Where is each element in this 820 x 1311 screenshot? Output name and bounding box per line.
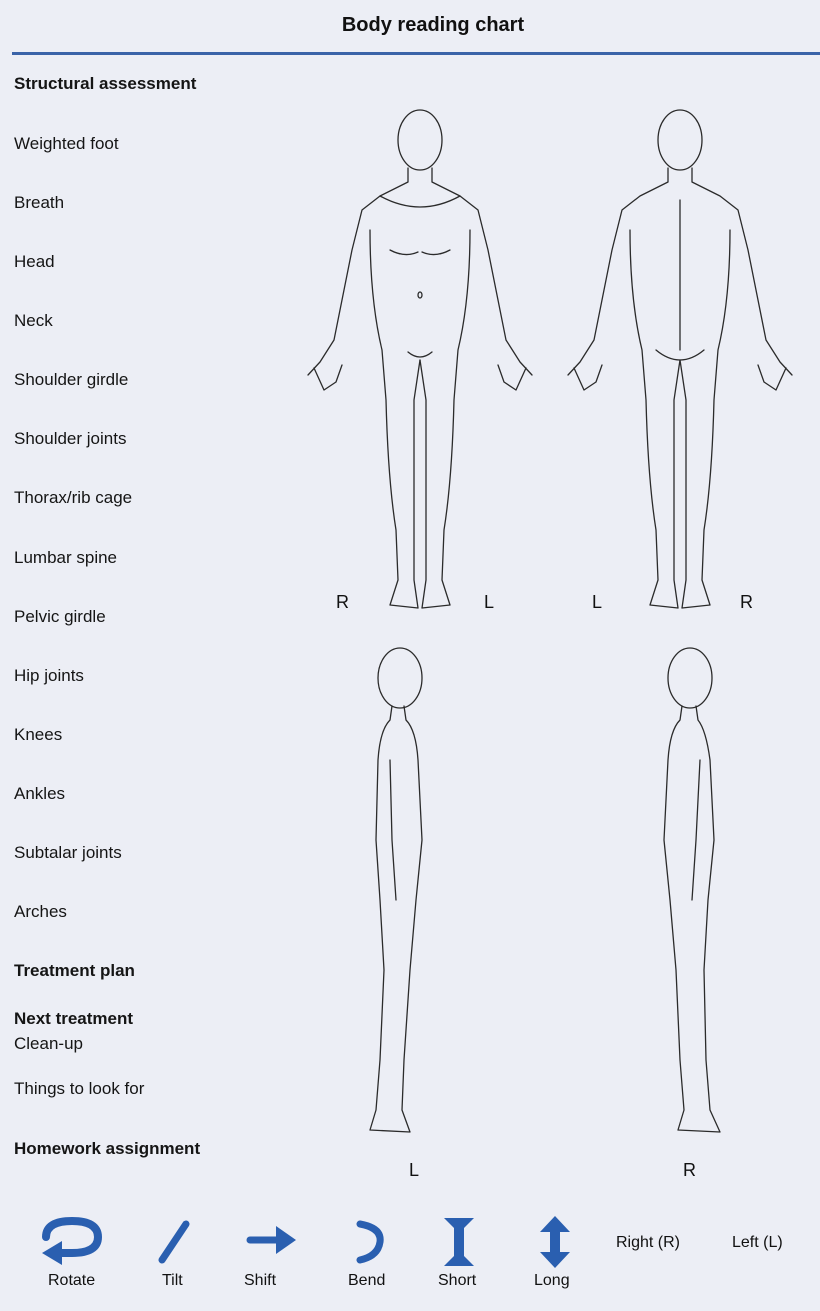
shift-label: Shift xyxy=(244,1272,276,1290)
bend-icon xyxy=(352,1218,386,1266)
row-homework-assignment: Homework assignment xyxy=(14,1139,200,1159)
row-lumbar-spine: Lumbar spine xyxy=(14,548,117,568)
side-figure-right-label: R xyxy=(683,1160,696,1181)
row-thorax-rib-cage: Thorax/rib cage xyxy=(14,488,132,508)
bend-label: Bend xyxy=(348,1272,385,1290)
row-things-to-look-for: Things to look for xyxy=(14,1079,144,1099)
left-legend-label: Left (L) xyxy=(732,1234,783,1252)
side-body-figure-left xyxy=(340,640,460,1140)
row-ankles: Ankles xyxy=(14,784,65,804)
rotate-label: Rotate xyxy=(48,1272,95,1290)
front-figure-left-label: L xyxy=(484,592,494,613)
row-shoulder-joints: Shoulder joints xyxy=(14,429,126,449)
short-label: Short xyxy=(438,1272,476,1290)
back-figure-left-label: L xyxy=(592,592,602,613)
row-neck: Neck xyxy=(14,311,53,331)
shift-icon xyxy=(246,1222,298,1258)
title-divider xyxy=(12,52,820,55)
row-treatment-plan: Treatment plan xyxy=(14,961,135,981)
row-subtalar-joints: Subtalar joints xyxy=(14,843,122,863)
side-body-figure-right xyxy=(630,640,750,1140)
row-pelvic-girdle: Pelvic girdle xyxy=(14,607,106,627)
row-next-treatment: Next treatment xyxy=(14,1009,133,1029)
front-figure-right-label: R xyxy=(336,592,349,613)
row-clean-up: Clean-up xyxy=(14,1034,83,1054)
row-breath: Breath xyxy=(14,193,64,213)
row-head: Head xyxy=(14,252,55,272)
row-shoulder-girdle: Shoulder girdle xyxy=(14,370,128,390)
row-hip-joints: Hip joints xyxy=(14,666,84,686)
back-figure-right-label: R xyxy=(740,592,753,613)
tilt-label: Tilt xyxy=(162,1272,183,1290)
row-structural-assessment: Structural assessment xyxy=(14,74,196,94)
back-body-figure xyxy=(560,100,800,620)
tilt-icon xyxy=(154,1220,194,1264)
rotate-icon xyxy=(36,1215,108,1265)
long-label: Long xyxy=(534,1272,570,1290)
row-weighted-foot: Weighted foot xyxy=(14,134,119,154)
right-legend-label: Right (R) xyxy=(616,1234,680,1252)
long-icon xyxy=(538,1214,572,1270)
page-title: Body reading chart xyxy=(0,14,820,37)
row-knees: Knees xyxy=(14,725,62,745)
side-figure-left-label: L xyxy=(409,1160,419,1181)
short-icon xyxy=(442,1216,476,1268)
row-arches: Arches xyxy=(14,902,67,922)
front-body-figure xyxy=(290,100,550,620)
